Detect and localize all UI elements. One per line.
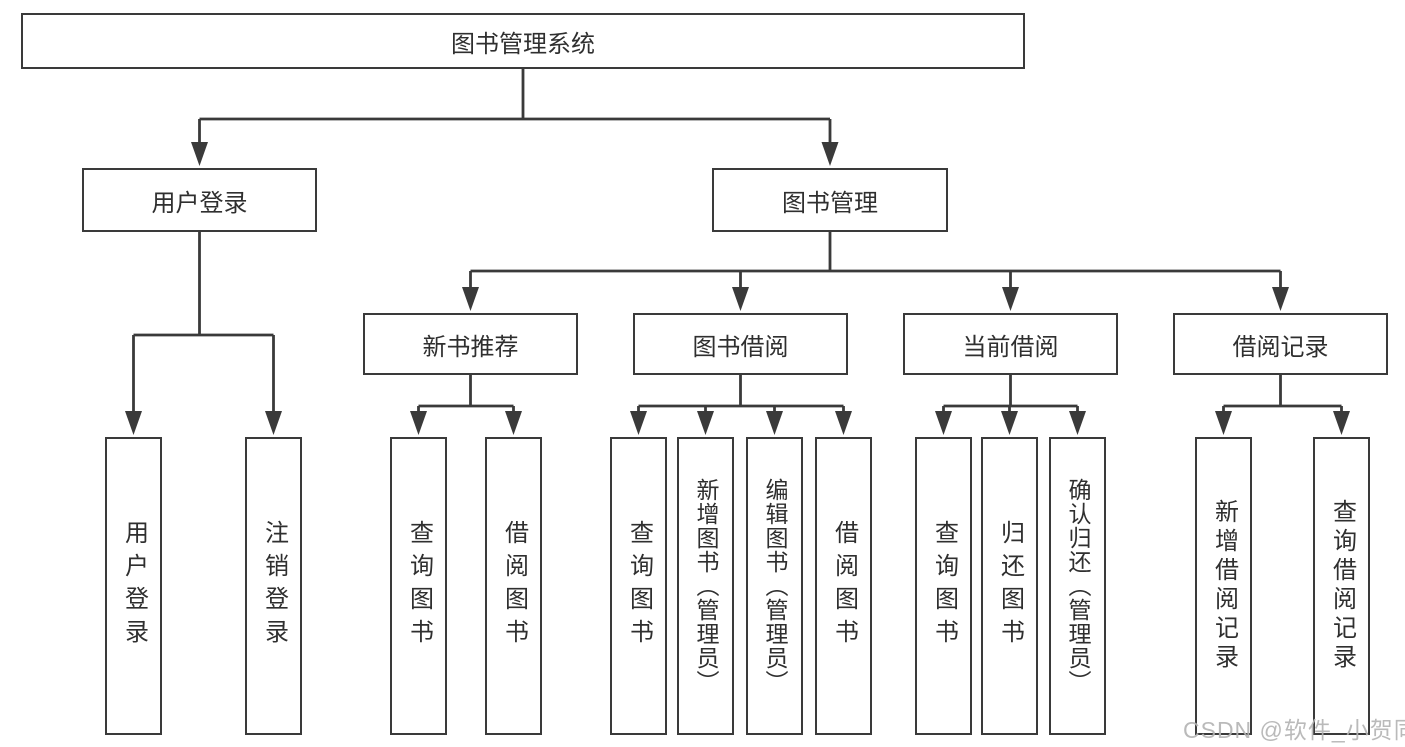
leaf-borrow-book-borrow-label: 借阅图书	[830, 520, 858, 652]
leaf-borrow-book-recommend-label: 借阅图书	[500, 520, 528, 652]
node-user-login: 用户登录	[82, 168, 317, 232]
leaf-add-borrow-record: 新增借阅记录	[1195, 437, 1252, 735]
leaf-query-book-current-label: 查询图书	[930, 520, 958, 652]
node-borrow-records: 借阅记录	[1173, 313, 1388, 375]
leaf-confirm-return-admin-label: 确认归还（管理员）	[1065, 478, 1091, 694]
node-new-book-recommend: 新书推荐	[363, 313, 578, 375]
leaf-return-book: 归还图书	[981, 437, 1038, 735]
leaf-query-book-recommend-label: 查询图书	[405, 520, 433, 652]
node-book-management-label: 图书管理	[782, 189, 878, 217]
leaf-add-book-admin-label: 新增图书（管理员）	[693, 478, 719, 694]
leaf-edit-book-admin: 编辑图书（管理员）	[746, 437, 803, 735]
leaf-query-book-recommend: 查询图书	[390, 437, 447, 735]
node-new-book-recommend-label: 新书推荐	[422, 333, 519, 361]
leaf-add-book-admin: 新增图书（管理员）	[677, 437, 734, 735]
leaf-user-login-label: 用户登录	[120, 520, 148, 652]
leaf-query-borrow-record: 查询借阅记录	[1313, 437, 1370, 735]
leaf-logout-login: 注销登录	[245, 437, 302, 735]
leaf-edit-book-admin-label: 编辑图书（管理员）	[762, 478, 788, 694]
node-book-management: 图书管理	[712, 168, 948, 232]
leaf-borrow-book-borrow: 借阅图书	[815, 437, 872, 735]
leaf-query-book-borrow: 查询图书	[610, 437, 667, 735]
node-current-borrow: 当前借阅	[903, 313, 1118, 375]
node-root: 图书管理系统	[21, 13, 1025, 69]
leaf-logout-login-label: 注销登录	[260, 520, 288, 652]
node-user-login-label: 用户登录	[151, 189, 248, 217]
leaf-user-login: 用户登录	[105, 437, 162, 735]
leaf-query-book-borrow-label: 查询图书	[625, 520, 653, 652]
watermark: CSDN @软件_小贺同学	[1183, 717, 1405, 743]
node-borrow-records-label: 借阅记录	[1232, 333, 1329, 361]
node-root-label: 图书管理系统	[451, 30, 595, 58]
leaf-return-book-label: 归还图书	[996, 520, 1024, 652]
node-book-borrow-label: 图书借阅	[692, 333, 789, 361]
leaf-add-borrow-record-label: 新增借阅记录	[1210, 499, 1238, 673]
leaf-confirm-return-admin: 确认归还（管理员）	[1049, 437, 1106, 735]
leaf-borrow-book-recommend: 借阅图书	[485, 437, 542, 735]
node-book-borrow: 图书借阅	[633, 313, 848, 375]
node-current-borrow-label: 当前借阅	[962, 333, 1059, 361]
leaf-query-book-current: 查询图书	[915, 437, 972, 735]
leaf-query-borrow-record-label: 查询借阅记录	[1328, 499, 1356, 673]
